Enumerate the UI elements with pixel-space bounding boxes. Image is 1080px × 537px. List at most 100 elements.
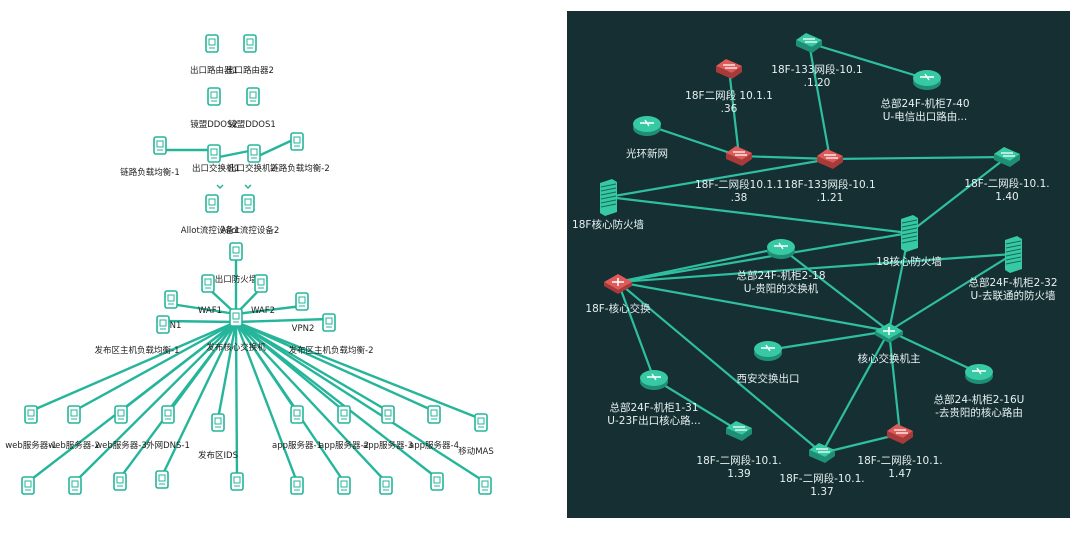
node-r2-36[interactable]: 18F二网段 10.1.1.36: [685, 59, 773, 115]
link-core-b4: [160, 321, 238, 477]
node-b4[interactable]: [155, 470, 169, 489]
node-exit-switch-1[interactable]: 出口交换机1: [192, 144, 240, 174]
node-app4[interactable]: app服务器-4: [409, 405, 459, 451]
left-arrows: [216, 184, 252, 190]
node-r2-140[interactable]: 18F-二网段-10.1.1.40: [964, 147, 1050, 203]
device-icon: [24, 405, 38, 424]
node-label: 发布核心交换机: [206, 342, 266, 353]
device-icon: [207, 144, 221, 163]
chevron-down-icon: [216, 184, 224, 190]
device-icon: [290, 476, 304, 495]
node-app2[interactable]: app服务器-2: [319, 405, 369, 451]
node-fw-18f[interactable]: 18F核心防火墙: [572, 179, 644, 231]
switch-icon: [817, 149, 843, 169]
node-core-main[interactable]: 核心交换机主: [858, 323, 921, 365]
node-lb-link-1[interactable]: 链路负载均衡-1: [120, 136, 180, 178]
node-lb-host-2[interactable]: 发布区主机负载均衡-2: [289, 313, 374, 356]
node-waf2[interactable]: WAF2: [251, 274, 275, 316]
link-core-18f-hq-1-31: [616, 281, 656, 380]
node-ddos-1[interactable]: 镜盟DDOS1: [228, 87, 276, 130]
node-b3[interactable]: [113, 472, 127, 491]
device-icon: [164, 290, 178, 309]
node-exit-router-1[interactable]: 出口路由器1: [190, 34, 238, 76]
switch-icon: [809, 443, 835, 463]
node-lb-host-1[interactable]: 发布区主机负载均衡-1: [95, 315, 180, 356]
node-label: app服务器-2: [319, 440, 369, 451]
node-web1[interactable]: web服务器-1: [5, 405, 57, 451]
router-icon: [754, 341, 782, 361]
node-xian[interactable]: 西安交换出口: [737, 341, 800, 385]
node-ids[interactable]: 发布区IDS: [198, 413, 238, 461]
link-core-web2: [73, 320, 237, 413]
node-label: 出口路由器1: [190, 65, 238, 76]
node-waf1[interactable]: WAF1: [198, 274, 222, 316]
node-vpn2[interactable]: VPN2: [292, 292, 315, 334]
link-core-18f-core-main: [617, 280, 890, 333]
node-r2-139[interactable]: 18F-二网段-10.1.1.39: [696, 421, 782, 480]
link-core-b3: [119, 321, 237, 479]
node-mas[interactable]: 移动MAS: [458, 413, 494, 457]
node-b7[interactable]: [337, 476, 351, 495]
node-core[interactable]: 发布核心交换机: [206, 308, 266, 353]
node-b5[interactable]: [230, 472, 244, 491]
link-core-ids: [216, 321, 238, 420]
node-exit-router-2[interactable]: 出口路由器2: [226, 34, 274, 76]
node-label: 链路负载均衡-1: [120, 167, 179, 178]
node-app3[interactable]: app服务器-3: [363, 405, 413, 451]
link-fw-18f-fw-18: [607, 195, 910, 235]
node-b10[interactable]: [478, 476, 492, 495]
node-label: Allot流控设备1: [181, 225, 239, 236]
node-label: 镜盟DDOS2: [190, 119, 238, 130]
node-label: WAF2: [251, 306, 275, 316]
node-web3[interactable]: web服务器-3: [95, 405, 147, 451]
node-allot-1[interactable]: Allot流控设备1: [181, 194, 239, 236]
node-fw-18[interactable]: 18核心防火墙: [876, 215, 942, 268]
node-b6[interactable]: [290, 476, 304, 495]
node-b9[interactable]: [430, 472, 444, 491]
node-b1[interactable]: [21, 476, 35, 495]
core-switch-icon: [875, 323, 903, 343]
node-lb-link-2[interactable]: 链路负载均衡-2: [270, 132, 330, 174]
node-r133-120[interactable]: 18F-133网段-10.1.1.20: [771, 33, 863, 89]
node-allot-2[interactable]: Allot流控设备2: [221, 194, 279, 236]
node-dns1[interactable]: 外网DNS-1: [146, 405, 190, 451]
device-icon: [207, 87, 221, 106]
node-web2[interactable]: web服务器-2: [48, 405, 100, 451]
device-icon: [229, 308, 243, 327]
node-app1[interactable]: app服务器-1: [272, 405, 322, 451]
router-icon: [965, 364, 993, 384]
switch-icon: [796, 33, 822, 53]
device-icon: [254, 274, 268, 293]
node-exit-firewall[interactable]: 出口防火墙: [215, 242, 258, 285]
node-r133-121[interactable]: 18F-133网段-10.1.1.21: [784, 149, 876, 204]
link-vpn1-core: [170, 302, 237, 316]
node-hq-2-16[interactable]: 总部24-机柜2-16U-去贵阳的核心路由: [934, 364, 1025, 419]
node-b8[interactable]: [379, 476, 393, 495]
node-b2[interactable]: [68, 476, 82, 495]
node-r2-137[interactable]: 18F-二网段-10.1.1.37: [779, 443, 865, 498]
node-label: web服务器-2: [48, 440, 100, 451]
node-r2-38[interactable]: 18F-二网段10.1.1.38: [695, 146, 783, 204]
node-vpn1[interactable]: VPN1: [159, 290, 182, 331]
node-r2-147[interactable]: 18F-二网段-10.1.1.47: [857, 424, 943, 480]
link-core-web1: [30, 320, 237, 413]
device-icon: [295, 292, 309, 311]
node-exit-switch-2[interactable]: 出口交换机2: [228, 144, 276, 174]
device-icon: [379, 476, 393, 495]
node-label: 发布区IDS: [198, 450, 238, 461]
node-label: 出口交换机2: [228, 163, 276, 174]
node-label: web服务器-1: [5, 440, 57, 451]
node-ddos-2[interactable]: 镜盟DDOS2: [190, 87, 238, 130]
node-gh-new[interactable]: 光环新网: [626, 116, 668, 160]
link-core-18f-r2-137: [617, 281, 823, 454]
node-label: app服务器-1: [272, 440, 322, 451]
node-core-18f[interactable]: 18F-核心交换: [585, 274, 651, 315]
